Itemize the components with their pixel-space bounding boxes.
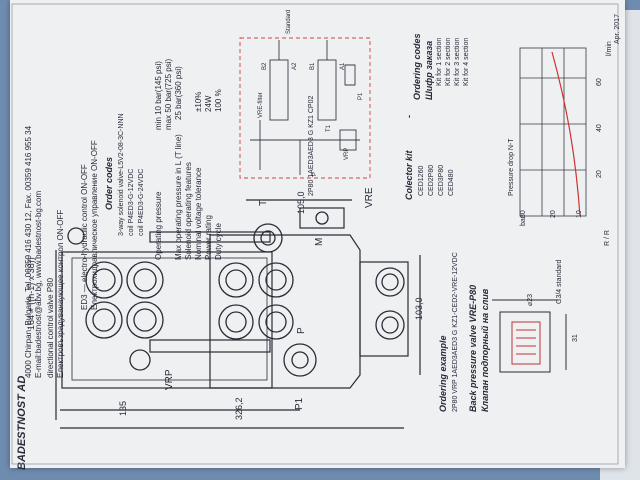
port-vre: VRE: [364, 187, 375, 208]
schematic-standard: Standard: [286, 10, 292, 34]
port-p1: P1: [294, 397, 305, 410]
schematic-a1: A1: [340, 62, 346, 70]
schematic-a2: A2: [292, 62, 298, 70]
port-vrp: VRP: [164, 369, 175, 390]
schematic-p1: P1: [358, 92, 364, 100]
schematic-b2: B2: [262, 62, 268, 70]
schematic-t1: T1: [326, 124, 332, 132]
schematic-p: P: [312, 172, 318, 176]
schematic-vre-filter: VRE-filter: [258, 92, 264, 118]
port-m: M: [314, 238, 325, 246]
schematic-vrp: VRP: [344, 148, 350, 160]
port-p: P: [296, 327, 307, 334]
port-t: T: [258, 200, 269, 206]
schematic-b1: B1: [310, 62, 316, 70]
